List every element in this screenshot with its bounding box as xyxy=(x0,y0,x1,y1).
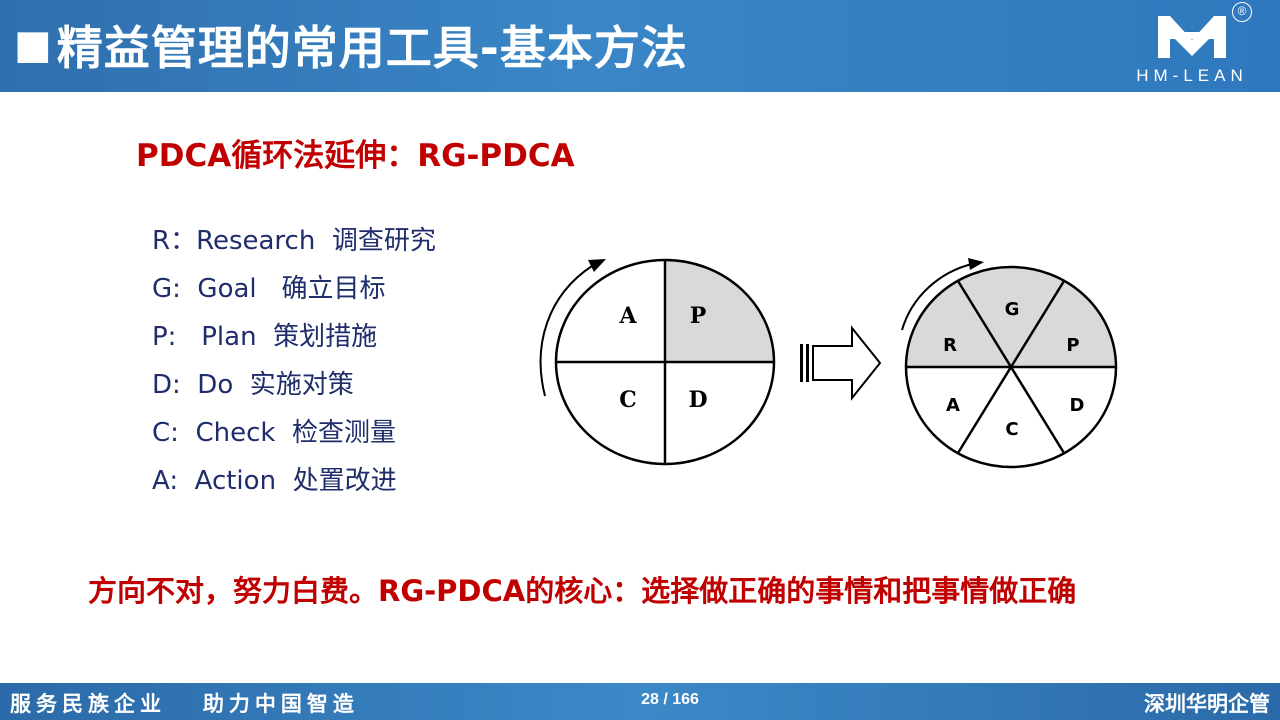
definition-research: R：Research 调查研究 xyxy=(152,226,436,256)
rgpdca-label-d: D xyxy=(1070,395,1085,416)
pdca-rotation-arc-icon xyxy=(539,265,593,397)
conclusion-text: 方向不对，努力白费。RG-PDCA的核心：选择做正确的事情和把事情做正确 xyxy=(88,574,1077,608)
definition-check: C: Check 检查测量 xyxy=(152,418,396,448)
definition-list: R：Research 调查研究 G: Goal 确立目标 P: Plan 策划措… xyxy=(152,222,436,510)
definition-action: A: Action 处置改进 xyxy=(152,466,397,496)
rgpdca-divider-2 xyxy=(956,280,1066,454)
hm-lean-logo: HM-LEAN xyxy=(1112,4,1272,90)
hm-logo-mark-icon xyxy=(1158,16,1226,58)
rgpdca-label-g: G xyxy=(1005,299,1020,320)
definition-goal: G: Goal 确立目标 xyxy=(152,274,386,304)
registered-mark: ® xyxy=(1232,2,1252,22)
rgpdca-label-r: R xyxy=(943,335,957,356)
page-title-text: 精益管理的常用工具-基本方法 xyxy=(56,21,688,75)
rgpdca-circle: R G P D C A xyxy=(901,258,1118,469)
rgpdca-rotation-arrowhead-icon xyxy=(968,258,984,270)
pdca-label-p: P xyxy=(690,303,707,329)
footer-slogan: 服务民族企业 助力中国智造 xyxy=(10,692,359,716)
pdca-label-c: C xyxy=(619,387,637,413)
title-bullet: ■ xyxy=(14,22,53,68)
pdca-label-a: A xyxy=(618,303,637,329)
page-title: ■ 精益管理的常用工具-基本方法 xyxy=(14,12,688,78)
right-arrow-icon xyxy=(800,325,882,401)
page-number: 28 / 166 xyxy=(641,691,699,708)
slide-subtitle: PDCA循环法延伸：RG-PDCA xyxy=(136,138,575,174)
rgpdca-rotation-arc-icon xyxy=(901,263,973,331)
definition-plan: P: Plan 策划措施 xyxy=(152,322,378,352)
footer-bar: 服务民族企业 助力中国智造 28 / 166 深圳华明企管 xyxy=(0,683,1280,720)
pdca-rotation-arrowhead-icon xyxy=(588,259,606,272)
pdca-circle: A P C D xyxy=(539,258,776,466)
company-name: 深圳华明企管 xyxy=(1144,692,1270,716)
rgpdca-label-p: P xyxy=(1066,335,1079,356)
logo-text: HM-LEAN xyxy=(1136,66,1248,85)
rgpdca-label-c: C xyxy=(1005,419,1018,440)
pdca-label-d: D xyxy=(688,387,707,413)
title-bar: ■ 精益管理的常用工具-基本方法 HM-LEAN ® xyxy=(0,0,1280,92)
definition-do: D: Do 实施对策 xyxy=(152,370,354,400)
rgpdca-label-a: A xyxy=(946,395,960,416)
